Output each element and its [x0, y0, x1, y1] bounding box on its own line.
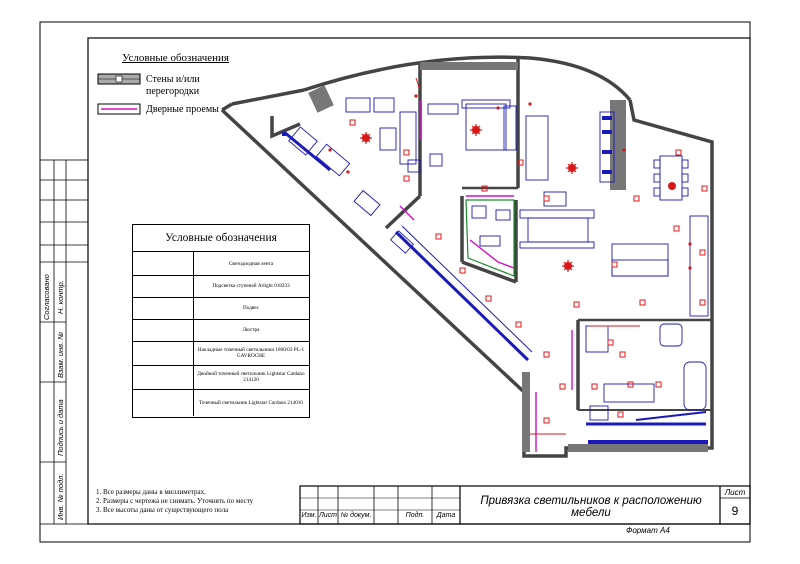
format-label: Формат А4 — [626, 526, 670, 535]
legend-row-text: Люстра — [242, 327, 260, 333]
legend-row: Точечный светильник Lightstar Cardano 21… — [133, 389, 309, 416]
legend-row: Светодиодная лента — [133, 252, 309, 276]
side-label-podpis: Подпись и дата — [56, 399, 65, 456]
legend-table-title: Условные обозначения — [133, 225, 309, 252]
legend-row-text: Точечный светильник Lightstar Cardano 21… — [199, 399, 303, 406]
legend-row-text: Светодиодная лента — [228, 260, 274, 267]
stamp-col-date: Дата — [436, 512, 456, 519]
legend-row: Подвес — [133, 297, 309, 320]
legend-row: Подсветка ступеней Arlight 018233 — [133, 275, 309, 298]
legend-row-text: Подсветка ступеней Arlight 018233 — [212, 283, 290, 289]
stamp-col-sign: Подп. — [405, 512, 425, 519]
legend-title: Условные обозначения — [122, 52, 229, 64]
floor-plan — [220, 55, 714, 458]
legend-row: Люстра — [133, 319, 309, 342]
side-label-n-kontr: Н. контр. — [56, 280, 65, 314]
legend-row-text: Накладные точечный светильники 1800/03 P… — [197, 347, 305, 359]
legend-row-text: Двойной точечный светильник Lightstar Ca… — [197, 371, 305, 383]
legend-row-text: Подвес — [243, 305, 259, 311]
side-label-soglasovano: Согласовано — [42, 274, 51, 320]
legend-row: Накладные точечный светильники 1800/03 P… — [133, 341, 309, 366]
note-line: 1. Все размеры даны в миллиметрах. — [96, 488, 206, 496]
walls-label: Стены и/или перегородки — [146, 74, 200, 97]
side-label-vzam: Взам. инв. № — [56, 331, 65, 378]
sheet-number: 9 — [731, 504, 739, 518]
legend-swatches — [97, 73, 141, 115]
side-label-inv: Инв. № подл. — [56, 473, 65, 520]
doors-label: Дверные проемы — [146, 104, 219, 115]
legend-row: Двойной точечный светильник Lightstar Ca… — [133, 365, 309, 390]
stamp-col-doc: № докум. — [340, 512, 372, 519]
note-line: 3. Все высоты даны от существующего пола — [96, 506, 229, 514]
title-stamp — [299, 485, 751, 525]
stamp-col-izm: Изм. — [301, 512, 317, 519]
note-line: 2. Размеры с чертежа не снимать. Уточнят… — [96, 497, 254, 505]
stamp-col-list: Лист — [318, 512, 338, 519]
sheet-label: Лист — [724, 488, 746, 497]
notes: 1. Все размеры даны в миллиметрах. 2. Ра… — [96, 488, 253, 515]
sheet-title: Привязка светильников к расположению меб… — [480, 495, 702, 519]
side-stamp-block — [39, 159, 89, 525]
legend-table: Условные обозначения Светодиодная лента … — [132, 224, 310, 418]
